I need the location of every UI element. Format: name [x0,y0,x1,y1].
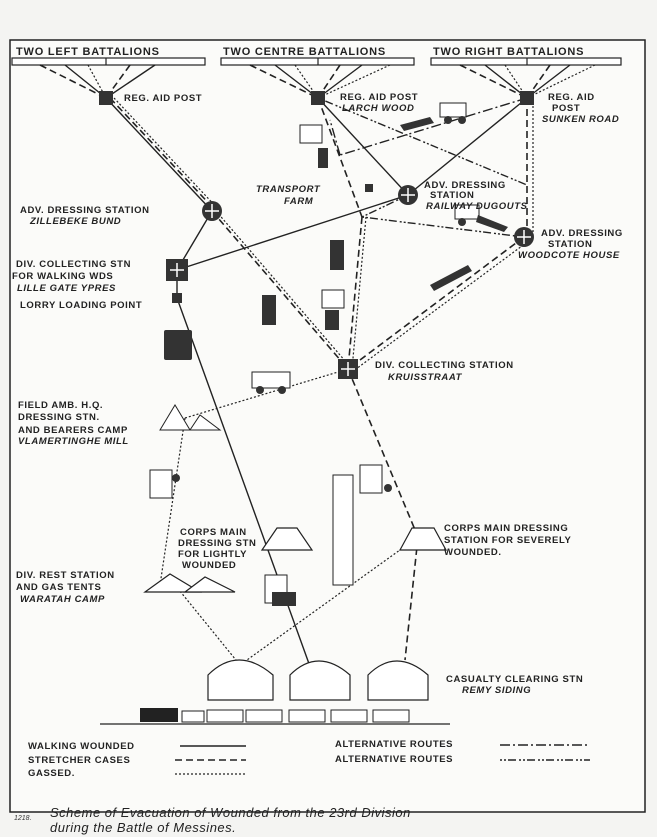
battalion-bars [11,57,622,66]
tent-icon [398,527,448,551]
ccs-hut-icon [367,660,429,701]
cmds-light-label-4: WOUNDED [182,560,236,571]
rap-left-label: REG. AID POST [124,93,202,104]
tents [143,527,448,701]
ccs-place: REMY SIDING [462,685,531,696]
ads-railway-label-2: STATION [430,190,474,201]
motor-ambulance-icon [321,289,345,330]
rap-right-place: SUNKEN ROAD [542,114,619,125]
hospital-train [100,708,450,725]
dcs-kruisstraat-place: KRUISSTRAAT [388,372,463,383]
dcs-kruisstraat-label: DIV. COLLECTING STATION [375,360,514,371]
stretcher-bearers-icon [430,265,472,291]
rest-station-place: WARATAH CAMP [20,594,105,605]
pictograms [149,102,508,606]
rest-station-label-1: DIV. REST STATION [16,570,115,581]
lorry-point-label: LORRY LOADING POINT [20,300,142,311]
legend-walking-label: WALKING WOUNDED [28,741,135,752]
legend-gassed-label: GASSED. [28,768,75,779]
motor-ambulance-icon [359,464,392,494]
field-amb-label-1: FIELD AMB. H.Q. [18,400,103,411]
legend-stretcher-label: STRETCHER CASES [28,755,130,766]
motor-ambulance-icon [149,469,180,499]
hospital-train-icon [332,474,354,586]
battalion-centre-label: TWO CENTRE BATTALIONS [223,46,386,58]
battalion-right-label: TWO RIGHT BATTALIONS [433,46,584,58]
legend-alt1-label: ALTERNATIVE ROUTES [335,739,453,750]
rap-centre-place: LARCH WOOD [342,103,415,114]
locomotive-icon [140,708,178,722]
cross-marks [170,188,531,376]
dcs-walking-label-1: DIV. COLLECTING STN [16,259,131,270]
stretcher-routes [109,97,528,661]
rap-right-label-1: REG. AID [548,92,595,103]
transport-farm-label-1: TRANSPORT [256,184,321,195]
walking-routes [105,97,528,673]
motor-ambulance-icon [251,371,291,394]
rap-right-marker [520,91,534,105]
tent-icon [143,573,203,593]
ambulance-wagon-icon [454,204,508,232]
cmds-light-label-1: CORPS MAIN [180,527,247,538]
field-amb-label-3: AND BEARERS CAMP [18,425,128,436]
motor-ambulance-icon [264,574,296,606]
legend: WALKING WOUNDED STRETCHER CASES GASSED. … [28,739,590,779]
ads-zillebeke-label: ADV. DRESSING STATION [20,205,150,216]
cmds-light-label-2: DRESSING STN [178,538,256,549]
transport-farm-marker [365,184,373,192]
lorry-point-marker [172,293,182,303]
ccs-hut-icon [207,659,274,701]
field-amb-place: VLAMERTINGHE MILL [18,436,129,447]
cmds-light-label-3: FOR LIGHTLY [178,549,247,560]
ccs-hut-icon [289,660,351,701]
ambulance-wagon-icon [400,102,467,131]
stretcher-bearers-icon [262,295,276,325]
battalion-left-label: TWO LEFT BATTALIONS [16,46,160,58]
stretcher-bearers-icon [330,240,344,270]
field-amb-label-2: DRESSING STN. [18,412,100,423]
transport-farm-label-2: FARM [284,196,314,207]
cmds-severe-label-1: CORPS MAIN DRESSING [444,523,568,534]
gassed-routes [113,97,534,666]
field-ambulance-building-icon [159,404,222,431]
legend-alt2-label: ALTERNATIVE ROUTES [335,754,453,765]
battalion-fans [39,64,596,99]
caption-line-2: during the Battle of Messines. [50,820,236,835]
cmds-severe-label-2: STATION FOR SEVERELY [444,535,571,546]
rap-centre-marker [311,91,325,105]
ads-woodcote-label-2: STATION [548,239,592,250]
tent-icon [260,527,314,551]
ads-zillebeke-place: ZILLEBEKE BUND [29,216,121,227]
dcs-walking-label-2: FOR WALKING WDS [12,271,113,282]
ads-railway-label-1: ADV. DRESSING [424,180,506,191]
plate-number: 1218. [14,815,32,822]
tent-icon [183,576,236,593]
ads-railway-place: RAILWAY DUGOUTS [426,201,528,212]
cmds-severe-label-3: WOUNDED. [444,547,502,558]
rap-centre-label: REG. AID POST [340,92,418,103]
rap-left-marker [99,91,113,105]
lorry-icon [164,330,192,360]
rap-right-label-2: POST [552,103,580,114]
ads-woodcote-place: WOODCOTE HOUSE [518,250,620,261]
caption-line-1: Scheme of Evacuation of Wounded from the… [50,805,411,820]
stretcher-bearer-icon [299,124,328,168]
ads-woodcote-label-1: ADV. DRESSING [541,228,623,239]
dcs-walking-place: LILLE GATE YPRES [17,283,116,294]
rest-station-label-2: AND GAS TENTS [16,582,101,593]
ccs-label: CASUALTY CLEARING STN [446,674,583,685]
